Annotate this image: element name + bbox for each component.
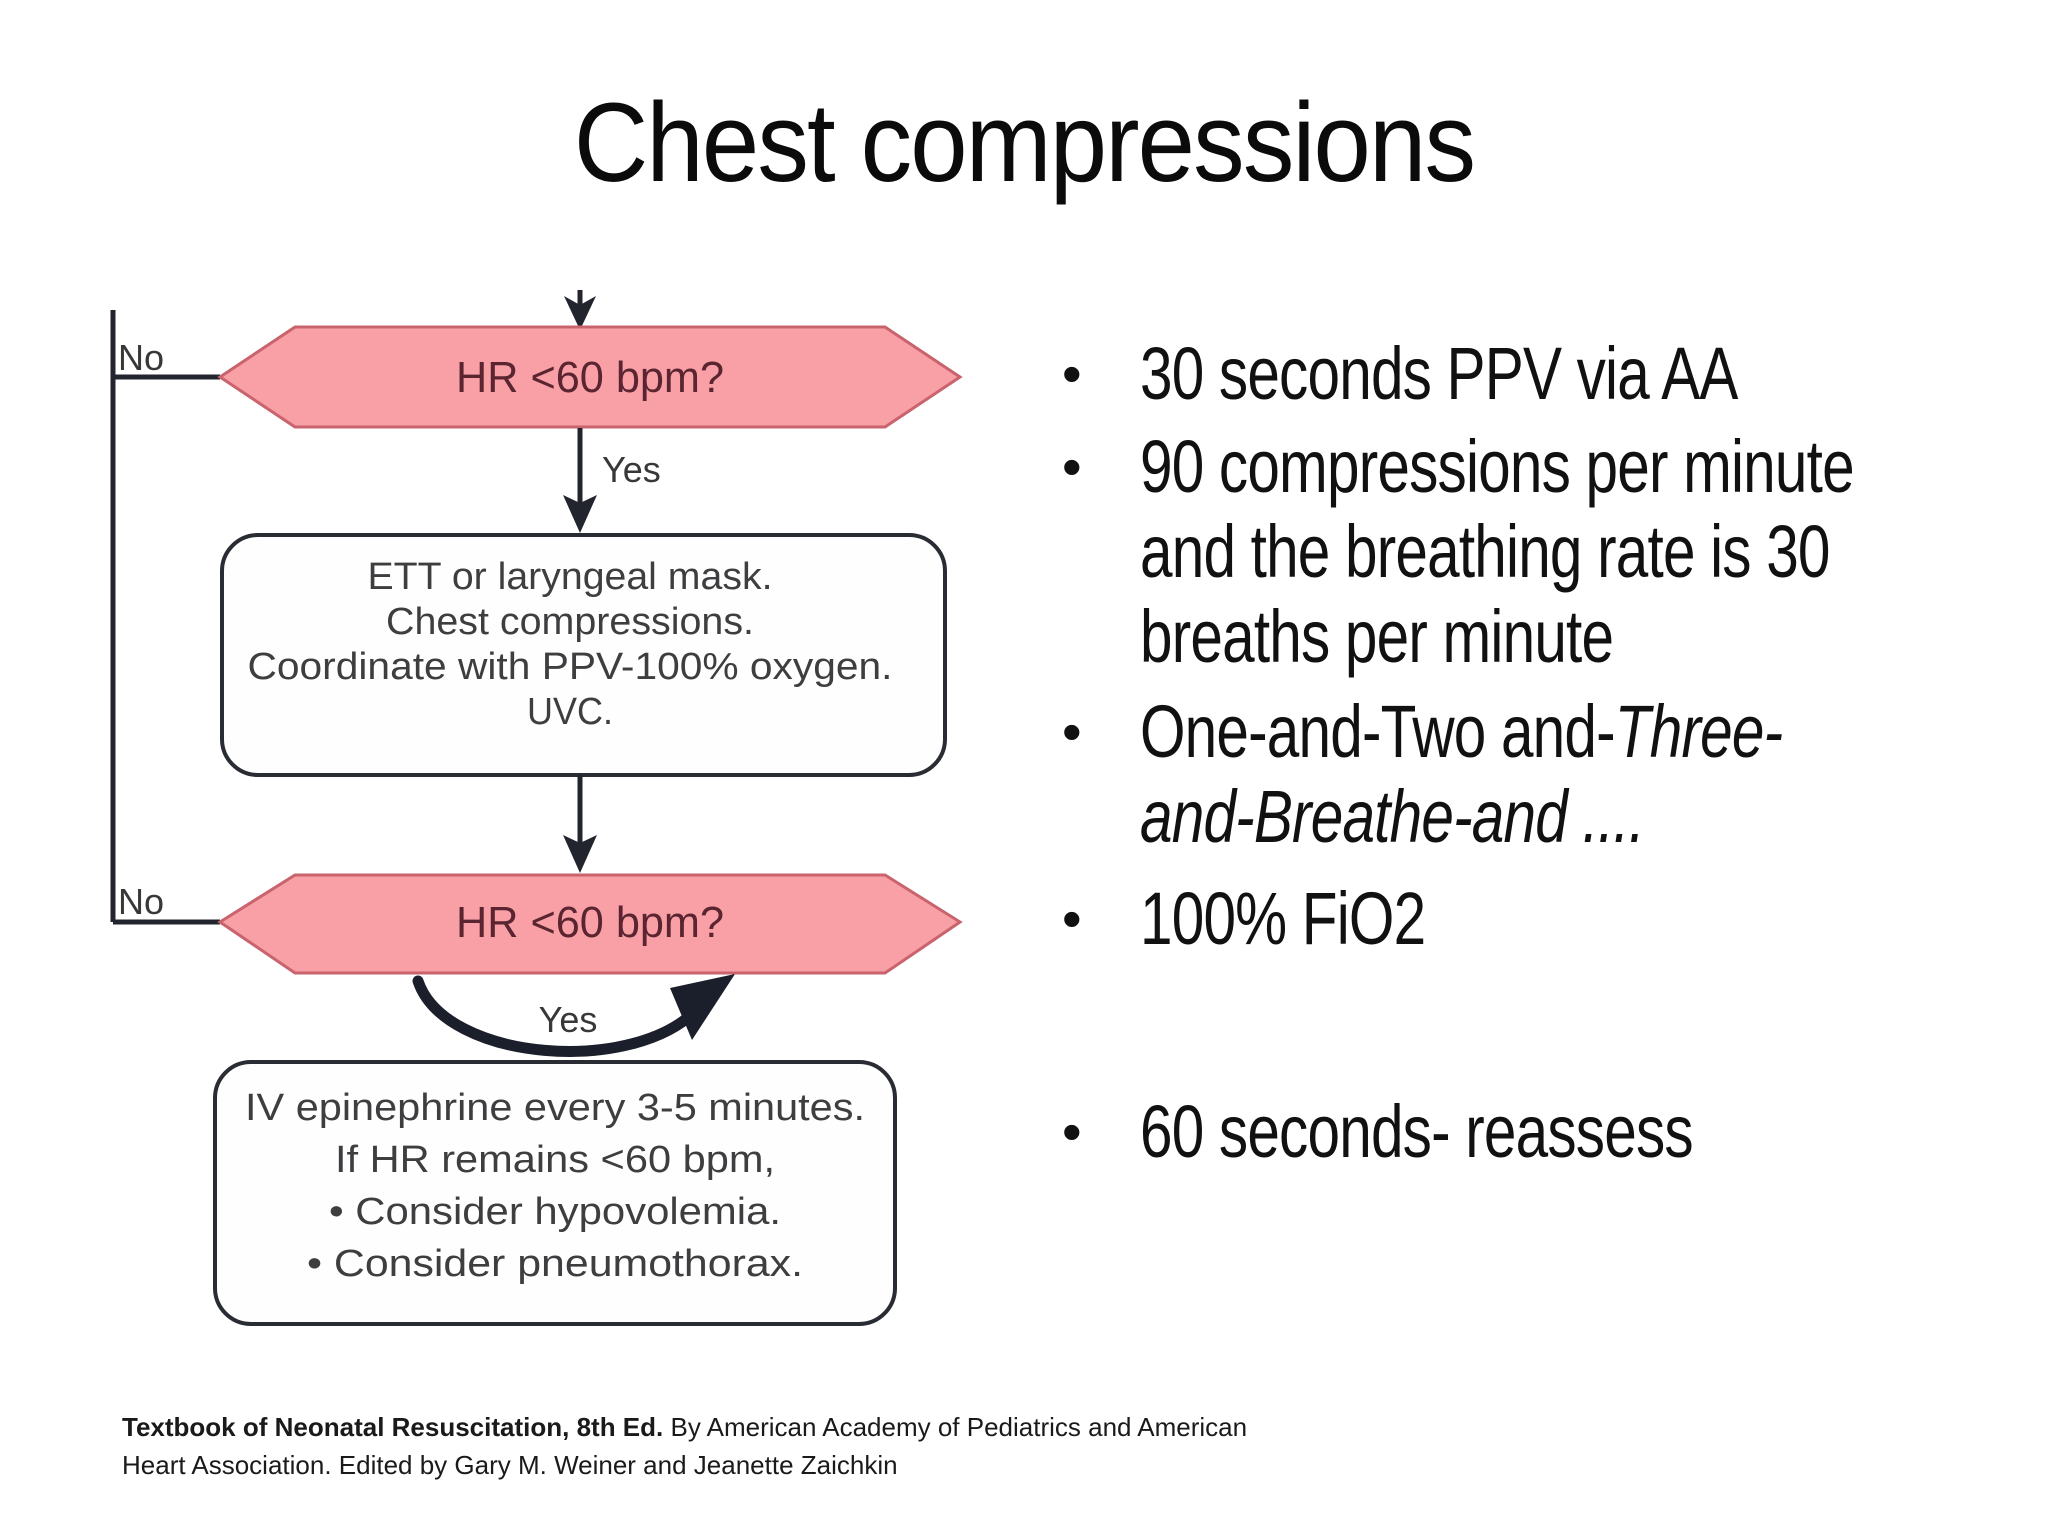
bullet-text: 100% FiO2 (1140, 877, 1426, 960)
action-box-1-line: Coordinate with PPV-100% oxygen. (248, 646, 893, 688)
bullet-list: • 30 seconds PPV via AA • 90 compression… (1062, 331, 2022, 1174)
connector-arrowhead-icon (563, 835, 597, 873)
yes-arrow-1-head-icon (563, 495, 597, 533)
entry-arrowhead-icon (564, 296, 596, 330)
bullet-item: • 90 compressions per minute and the bre… (1062, 424, 2022, 679)
citation-title: Textbook of Neonatal Resuscitation, 8th … (122, 1412, 664, 1442)
action-box-1-line: Chest compressions. (386, 601, 754, 643)
action-box-1 (220, 533, 947, 777)
slide-title: Chest compressions (573, 80, 1476, 205)
no-label-1: No (118, 337, 164, 378)
action-box-2-line: IV epinephrine every 3-5 minutes. (245, 1087, 865, 1129)
decision-node-2 (217, 873, 963, 975)
bullet-marker: • (1062, 700, 1082, 763)
yes-loop-arrowhead-icon (670, 974, 735, 1040)
bullet-marker: • (1062, 435, 1082, 498)
bullet-marker: • (1062, 887, 1082, 950)
bullet-item: • 60 seconds- reassess (1062, 1089, 2022, 1174)
bullet-item: • 100% FiO2 (1062, 876, 2022, 961)
citation-footer: Textbook of Neonatal Resuscitation, 8th … (122, 1408, 1522, 1484)
citation-line-2: Heart Association. Edited by Gary M. Wei… (122, 1450, 898, 1480)
citation-authors: By American Academy of Pediatrics and Am… (663, 1412, 1248, 1442)
bullet-marker: • (1062, 1100, 1082, 1163)
resuscitation-flowchart: HR <60 bpm? No Yes ETT or laryngeal mask… (110, 290, 963, 1326)
bullet-item: • 30 seconds PPV via AA (1062, 331, 2022, 416)
action-box-2-line: • Consider hypovolemia. (329, 1191, 781, 1233)
citation-line-1: Textbook of Neonatal Resuscitation, 8th … (122, 1408, 1522, 1446)
action-box-1-line: ETT or laryngeal mask. (368, 556, 773, 598)
bullet-text: 90 compressions per minute and the breat… (1140, 425, 1855, 678)
no-label-2: No (118, 881, 164, 922)
bullet-marker: • (1062, 342, 1082, 405)
bullet-item: • One-and-Two and-Three- and-Breathe-and… (1062, 689, 2022, 859)
yes-label-2: Yes (539, 999, 598, 1040)
yes-label-1: Yes (602, 449, 661, 490)
decision-node-1 (217, 325, 963, 429)
bullet-text: 60 seconds- reassess (1140, 1090, 1694, 1173)
yes-loop-arrow (412, 975, 704, 1057)
decision-node-2-label: HR <60 bpm? (456, 898, 724, 947)
action-box-2-line: • Consider pneumothorax. (307, 1243, 803, 1285)
bullet-text: One-and-Two and-Three- and-Breathe-and .… (1140, 690, 1783, 858)
action-box-2-line: If HR remains <60 bpm, (335, 1139, 775, 1181)
action-box-1-line: UVC. (527, 691, 613, 733)
bullet-text: 30 seconds PPV via AA (1140, 332, 1738, 415)
decision-node-1-label: HR <60 bpm? (456, 353, 724, 402)
action-box-2 (213, 1060, 897, 1326)
